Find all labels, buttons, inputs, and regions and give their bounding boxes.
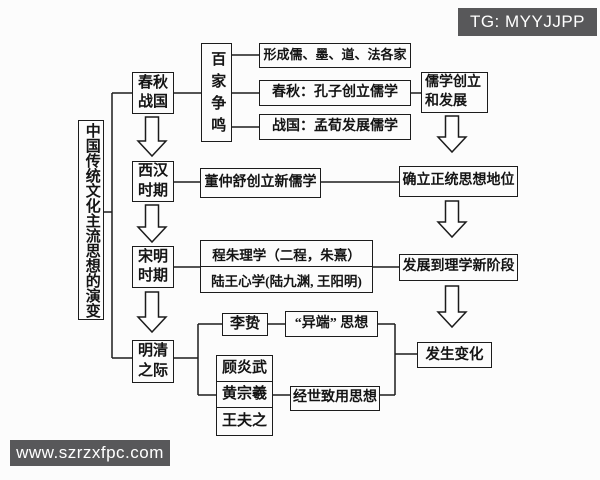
node-mengxun-develop: 战国：孟荀发展儒学 [259,114,411,140]
down-arrow-icon [136,204,168,244]
website-watermark-badge: www.szrzxfpc.com [10,440,170,466]
node-change-occurs: 发生变化 [417,342,492,368]
mingqing-links [268,323,290,396]
node-lixue-new-stage: 发展到理学新阶段 [399,254,518,281]
node-main-title: 中国传统文化主流思想的演变 [78,120,104,320]
node-chengzhu-lixue: 程朱理学（二程，朱熹） [201,241,372,267]
node-huangzongxi: 黄宗羲 [216,380,273,409]
spine-line [104,92,132,359]
down-arrow-icon [436,285,468,329]
node-guyanwu: 顾炎武 [216,355,273,382]
node-period-mingqing: 明清之际 [132,340,174,383]
node-period-xihan: 西汉时期 [132,161,174,202]
node-wangfuzhi: 王夫之 [216,407,273,436]
down-arrow-icon [436,115,468,154]
baijia-links [174,54,421,128]
down-arrow-icon [436,200,468,239]
node-lixue-group: 程朱理学（二程，朱熹） 陆王心学(陆九渊, 王阳明) [200,240,373,293]
node-period-chunqiu-zhanguo: 春秋战国 [132,72,174,114]
node-heresy-thought: “异端” 思想 [285,311,378,337]
node-baijia-zhengming: 百家争鸣 [201,43,232,142]
node-forming-schools: 形成儒、墨、道、法各家 [259,43,411,68]
tg-watermark-badge: TG: MYYJJPP [458,8,597,36]
node-kongzi-confucianism: 春秋：孔子创立儒学 [259,80,411,106]
down-arrow-icon [136,116,168,158]
mingqing-bracket [174,323,222,396]
flow-arrows [136,115,468,334]
node-practical-thought: 经世致用思想 [290,386,380,411]
down-arrow-icon [136,291,168,334]
node-period-songming: 宋明时期 [132,246,174,288]
node-orthodox-status: 确立正统思想地位 [399,166,518,197]
node-ruxue-foundation: 儒学创立和发展 [421,72,488,113]
connectors [104,54,421,396]
node-lizhi: 李贽 [222,313,268,336]
node-luwang-xinxue: 陆王心学(陆九渊, 王阳明) [211,273,362,289]
bianhua-bracket [378,323,417,396]
node-dongzhongshu: 董仲舒创立新儒学 [200,168,321,198]
